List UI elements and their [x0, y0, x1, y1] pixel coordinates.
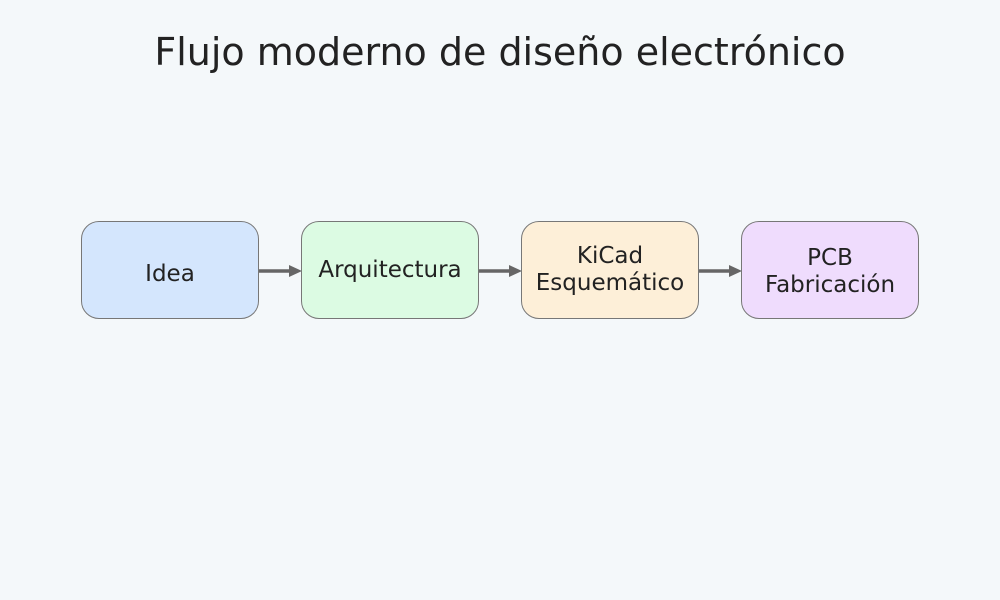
- node-idea-label: Idea: [145, 260, 195, 287]
- node-pcb-label-line1: PCB: [807, 245, 853, 271]
- diagram-title: Flujo moderno de diseño electrónico: [154, 30, 846, 74]
- node-idea: Idea: [81, 221, 259, 319]
- arrow-idea-to-arquitectura: [259, 264, 302, 278]
- node-arquitectura: Arquitectura: [301, 221, 479, 319]
- node-kicad-label-line2: Esquemático: [535, 270, 685, 296]
- node-kicad-esquematico: KiCad Esquemático: [521, 221, 699, 319]
- node-pcb-label-line2: Fabricación: [764, 272, 896, 298]
- node-kicad-label-line1: KiCad: [576, 243, 644, 269]
- node-arquitectura-label: Arquitectura: [318, 256, 462, 283]
- arrow-arquitectura-to-kicad: [479, 264, 522, 278]
- node-pcb-fabricacion: PCB Fabricación: [741, 221, 919, 319]
- arrow-kicad-to-pcb: [699, 264, 742, 278]
